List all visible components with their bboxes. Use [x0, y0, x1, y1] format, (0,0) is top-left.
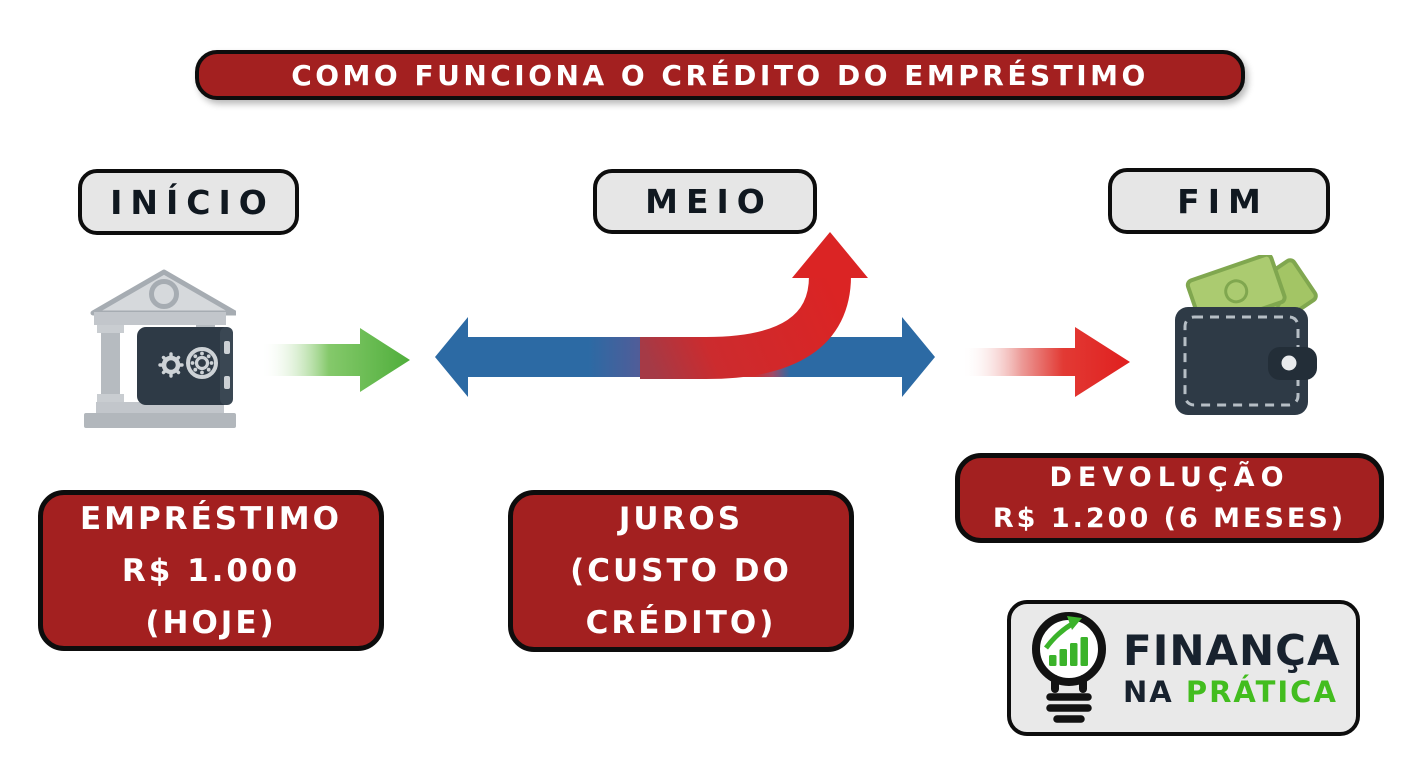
- info-line: EMPRÉSTIMO: [79, 500, 342, 537]
- logo-line2: NA PRÁTICA: [1123, 676, 1340, 708]
- info-line: JUROS: [618, 501, 744, 537]
- stage-label-fim-text: FIM: [1177, 181, 1269, 221]
- logo-line1: FINANÇA: [1123, 626, 1341, 676]
- info-line: R$ 1.000: [121, 552, 301, 589]
- red-arrow-icon: [963, 327, 1130, 397]
- stage-label-inicio-text: INÍCIO: [110, 182, 275, 222]
- info-box-emprestimo: EMPRÉSTIMO R$ 1.000 (HOJE): [38, 490, 384, 651]
- red-interest-branch-arrow: [640, 232, 868, 379]
- stage-label-inicio: INÍCIO: [78, 169, 299, 235]
- info-line: (HOJE): [145, 604, 277, 641]
- safe-vault: [137, 327, 233, 405]
- stage-label-meio: MEIO: [593, 169, 817, 234]
- info-line: DEVOLUÇÃO: [1049, 462, 1290, 493]
- logo-line2-highlight: PRÁTICA: [1185, 675, 1338, 710]
- growth-arrow: [1043, 616, 1082, 650]
- lightbulb-chart-icon: [1032, 612, 1106, 723]
- logo-text: FINANÇA NA PRÁTICA: [1123, 627, 1340, 709]
- title-banner: COMO FUNCIONA O CRÉDITO DO EMPRÉSTIMO: [195, 50, 1245, 100]
- stage-label-meio-text: MEIO: [645, 182, 773, 221]
- info-box-juros: JUROS (CUSTO DO CRÉDITO): [508, 490, 854, 652]
- loan-flow-arrow-icon: [435, 232, 935, 397]
- green-arrow-icon: [262, 328, 410, 392]
- bank-safe-icon: [84, 269, 236, 428]
- info-line: R$ 1.200 (6 MESES): [992, 503, 1347, 534]
- stage-label-fim: FIM: [1108, 168, 1330, 234]
- info-line: CRÉDITO): [585, 605, 777, 641]
- info-box-devolucao: DEVOLUÇÃO R$ 1.200 (6 MESES): [955, 453, 1384, 543]
- info-line: (CUSTO DO: [570, 553, 792, 589]
- wallet-money-icon: [1175, 255, 1318, 415]
- brand-logo: FINANÇA NA PRÁTICA: [1007, 600, 1360, 736]
- bank-building: [84, 269, 236, 428]
- wallet-body: [1175, 307, 1317, 415]
- page-title: COMO FUNCIONA O CRÉDITO DO EMPRÉSTIMO: [291, 58, 1149, 92]
- logo-line2-prefix: NA: [1123, 675, 1186, 710]
- growth-bars: [1049, 637, 1088, 666]
